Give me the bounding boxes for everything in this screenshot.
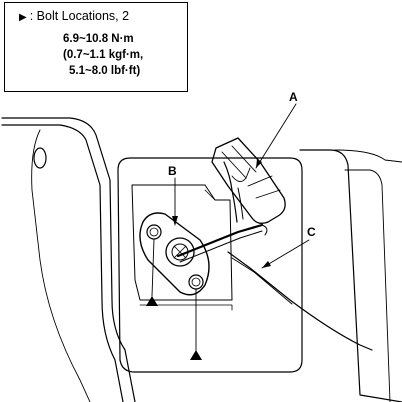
callout-c: C <box>307 225 316 239</box>
torque-legend: ▶: Bolt Locations, 2 6.9~10.8 N·m (0.7~1… <box>4 2 188 92</box>
panel-hole <box>33 147 47 169</box>
bolt-location-legend: ▶: Bolt Locations, 2 <box>19 9 129 23</box>
recessed-panel <box>131 184 233 301</box>
triangle-marker-icon: ▶ <box>19 12 27 23</box>
door-panel-left-edge <box>1 124 124 402</box>
actuator-bracket <box>139 212 210 296</box>
torque-line-1: 6.9~10.8 N·m <box>63 33 134 45</box>
torque-line-2: (0.7~1.1 kgf·m, <box>63 49 144 61</box>
torque-line-3: 5.1~8.0 lbf·ft) <box>69 65 141 77</box>
callout-a: A <box>289 90 298 104</box>
actuator-knob <box>165 237 195 267</box>
cable-wire <box>223 161 238 223</box>
leader-a <box>255 103 297 169</box>
leader-a-arrow <box>256 159 262 168</box>
leader-c-arrow <box>262 261 271 268</box>
connector-a <box>211 137 286 224</box>
bolt-marker-lower <box>190 350 202 360</box>
bolt-hole-lower <box>188 274 204 290</box>
right-panel <box>299 149 402 402</box>
callout-b: B <box>168 164 177 178</box>
pointer-line-upper <box>151 238 155 297</box>
cable-rod <box>176 223 264 258</box>
bolt-location-label: : Bolt Locations, 2 <box>29 9 130 23</box>
center-cutout <box>117 157 303 373</box>
bolt-hole-upper <box>146 224 162 240</box>
torque-spec: 6.9~10.8 N·m (0.7~1.1 kgf·m, 5.1~8.0 lbf… <box>63 31 143 79</box>
leader-c <box>261 239 310 269</box>
leader-b-arrow <box>172 216 178 226</box>
bolt-marker-upper <box>146 296 158 306</box>
cable-c <box>227 251 373 351</box>
